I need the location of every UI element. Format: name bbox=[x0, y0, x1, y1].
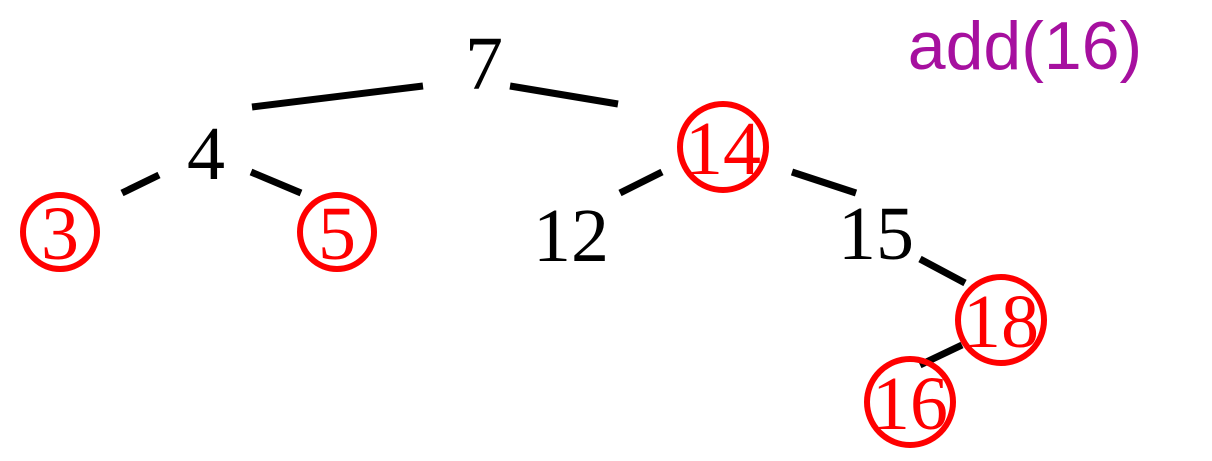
tree-node-3: 3 bbox=[20, 192, 100, 276]
red-node-ring bbox=[20, 192, 100, 272]
edge-n14-n15 bbox=[790, 168, 858, 197]
edge-n4-n3 bbox=[120, 171, 161, 197]
node-label: 3 bbox=[41, 192, 79, 276]
node-label: 4 bbox=[187, 112, 225, 196]
node-label: 14 bbox=[685, 107, 761, 191]
operation-label: add(16) bbox=[908, 8, 1142, 84]
tree-node-5: 5 bbox=[297, 192, 377, 276]
node-label: 16 bbox=[872, 362, 948, 446]
edge-n14-n12 bbox=[618, 168, 664, 197]
tree-node-18: 18 bbox=[955, 274, 1047, 366]
red-node-ring bbox=[297, 192, 377, 272]
red-node-ring bbox=[677, 101, 769, 193]
red-node-ring bbox=[864, 356, 956, 448]
node-label: 7 bbox=[465, 22, 503, 106]
node-label: 5 bbox=[318, 192, 356, 276]
edge-n7-n14 bbox=[509, 82, 619, 108]
red-node-ring bbox=[955, 274, 1047, 366]
node-label: 18 bbox=[963, 280, 1039, 364]
edge-n15-n18 bbox=[918, 255, 967, 287]
tree-node-16: 16 bbox=[864, 356, 956, 448]
edge-n7-n4 bbox=[251, 82, 424, 111]
tree-node-4: 4 bbox=[187, 112, 225, 196]
tree-node-14: 14 bbox=[677, 101, 769, 193]
node-label: 15 bbox=[838, 192, 914, 276]
tree-node-12: 12 bbox=[533, 194, 609, 278]
tree-node-7: 7 bbox=[465, 22, 503, 106]
edge-n4-n5 bbox=[249, 168, 303, 197]
tree-edges bbox=[120, 82, 967, 369]
tree-node-15: 15 bbox=[838, 192, 914, 276]
node-label: 12 bbox=[533, 194, 609, 278]
